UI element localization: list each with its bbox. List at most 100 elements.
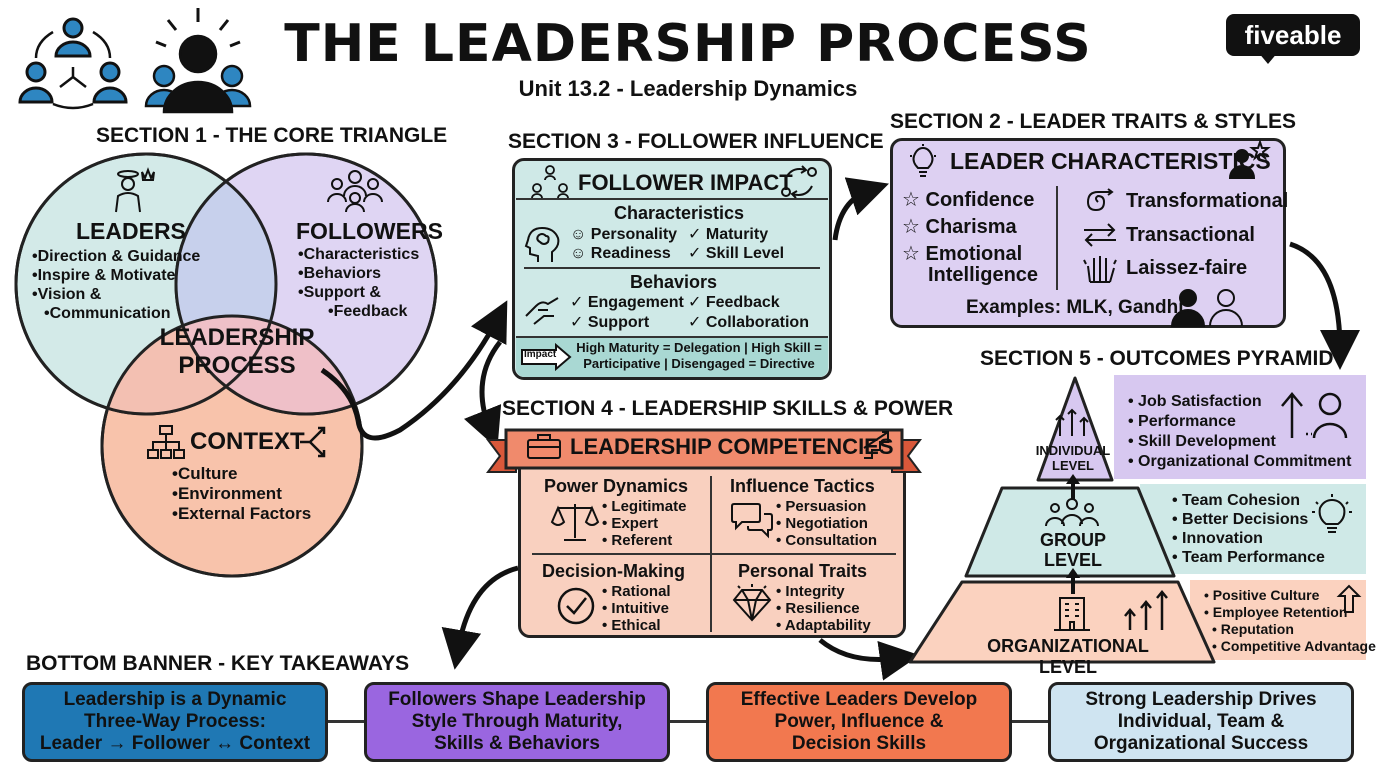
list-item: • Integrity [776, 583, 845, 600]
list-item: • Team Performance [1172, 549, 1325, 566]
decision-list: • Rational • Intuitive • Ethical [602, 583, 671, 634]
impact-label: Impact [524, 349, 557, 360]
leaders-list: Direction & Guidance Inspire & Motivate … [32, 247, 201, 323]
leaders-title: LEADERS [76, 218, 186, 244]
scales-icon [550, 504, 600, 541]
follower-impact-title: FOLLOWER IMPACT [578, 170, 793, 195]
people-network-icon [531, 165, 569, 199]
stairs-growth-icon [863, 431, 889, 459]
traits-list: ☆ Confidence ☆ Charisma ☆ Emotional Inte… [902, 188, 1038, 288]
list-item: Communication [32, 304, 200, 323]
influence-list: • Persuasion • Negotiation • Consultatio… [776, 498, 877, 549]
maturity-item: ✓ Maturity [688, 226, 769, 243]
divider [524, 267, 820, 269]
spiral-icon [1086, 188, 1114, 212]
organizational-outcomes: • Positive Culture • Employee Retention … [1204, 587, 1376, 655]
check-circle-icon [557, 587, 595, 625]
page-subtitle: Unit 13.2 - Leadership Dynamics [518, 76, 858, 101]
list-item: • Expert [602, 515, 659, 532]
helping-hand-icon [525, 297, 559, 325]
pyramid-group [964, 486, 1176, 578]
followers-list: Characteristics Behaviors Support & Feed… [298, 245, 420, 321]
competencies-title: LEADERSHIP COMPETENCIES [570, 434, 894, 459]
exchange-arrows-icon [1084, 223, 1116, 247]
team-icon [1045, 498, 1099, 527]
takeaway-box-2: Followers Shape Leadership Style Through… [364, 682, 670, 762]
personality-item: ☺ Personality [570, 226, 678, 243]
individual-band [1114, 375, 1366, 479]
list-item: • Legitimate [602, 498, 687, 515]
impact-text: High Maturity = Delegation | High Skill … [576, 340, 822, 371]
growth-arrows-icon [1055, 408, 1089, 436]
leader-star-icon [1228, 138, 1271, 179]
list-item: • Adaptability [776, 617, 871, 634]
divider [532, 553, 896, 555]
group-label: GROUP LEVEL [1039, 530, 1106, 570]
open-hand-icon [1083, 256, 1117, 283]
building-icon [1054, 597, 1090, 631]
page-title: THE LEADERSHIP PROCESS [284, 14, 1092, 74]
section1-heading: SECTION 1 - THE CORE TRIANGLE [96, 124, 448, 147]
leadership-process-label: LEADERSHIP PROCESS [150, 324, 324, 380]
impact-arrow-icon [521, 342, 572, 372]
list-item: • Skill Development [1128, 433, 1276, 450]
logo-tail [1258, 52, 1278, 64]
idea-bulb-icon [1312, 494, 1352, 533]
feedback-item: ✓ Feedback [688, 294, 780, 311]
trait-item: Intelligence [928, 264, 1039, 286]
list-item: • Better Decisions [1172, 511, 1309, 528]
list-item: • Negotiation [776, 515, 868, 532]
list-item: • Employee Retention [1204, 604, 1348, 620]
trait-item: ☆ Confidence [902, 189, 1035, 211]
readiness-item: ☺ Readiness [570, 245, 671, 262]
list-item: • Innovation [1172, 530, 1263, 547]
divider [1056, 186, 1058, 290]
trait-item: ☆ Emotional [902, 243, 1023, 265]
list-item: Vision & [32, 285, 200, 304]
list-item: Feedback [298, 302, 419, 321]
divider [516, 198, 828, 200]
support-item: ✓ Support [570, 314, 650, 331]
list-item: • Consultation [776, 532, 878, 549]
historic-figures-icon [1170, 289, 1243, 327]
list-item: • Team Cohesion [1172, 492, 1300, 509]
takeaway-box-1: Leadership is a Dynamic Three-Way Proces… [22, 682, 328, 762]
competencies-card [518, 448, 906, 638]
style-transformational: Transformational [1126, 190, 1289, 212]
list-item: Characteristics [298, 245, 420, 264]
diamond-icon [732, 584, 772, 622]
style-laissez-faire: Laissez-faire [1126, 257, 1248, 279]
context-list: Culture Environment External Factors [172, 464, 311, 524]
section2-heading: SECTION 2 - LEADER TRAITS & STYLES [890, 110, 1297, 133]
style-transactional: Transactional [1126, 224, 1255, 246]
list-item: Culture [172, 464, 311, 484]
group-outcomes: • Team Cohesion • Better Decisions • Inn… [1172, 491, 1325, 567]
list-item: • Intuitive [602, 600, 669, 617]
organizational-label: ORGANIZATIONAL LEVEL [987, 636, 1149, 677]
list-item: • Organizational Commitment [1128, 453, 1352, 470]
leader-icon [144, 8, 252, 114]
list-item: • Resilience [776, 600, 860, 617]
behaviors-heading: Behaviors [630, 272, 718, 292]
pyramid-organizational [908, 580, 1216, 664]
speech-bubbles-icon [731, 503, 773, 539]
list-item: • Competitive Advantage [1212, 638, 1376, 654]
ribbon-banner [486, 428, 922, 473]
takeaway-box-4: Strong Leadership Drives Individual, Tea… [1048, 682, 1354, 762]
list-item: • Ethical [602, 617, 661, 634]
list-item: • Rational [602, 583, 671, 600]
section5-heading: SECTION 5 - OUTCOMES PYRAMID [980, 347, 1334, 370]
list-item: • Persuasion [776, 498, 867, 515]
list-item: • Reputation [1212, 621, 1294, 637]
personal-heading: Personal Traits [738, 561, 868, 581]
engagement-item: ✓ Engagement [570, 294, 684, 311]
collaboration-item: ✓ Collaboration [688, 314, 809, 331]
skill-level-item: ✓ Skill Level [688, 245, 785, 262]
list-item: Environment [172, 484, 311, 504]
influence-heading: Influence Tactics [730, 476, 875, 496]
org-chart-icon [147, 425, 185, 459]
context-title: CONTEXT [190, 428, 305, 455]
trait-item: ☆ Charisma [902, 216, 1017, 238]
power-heading: Power Dynamics [544, 476, 689, 496]
